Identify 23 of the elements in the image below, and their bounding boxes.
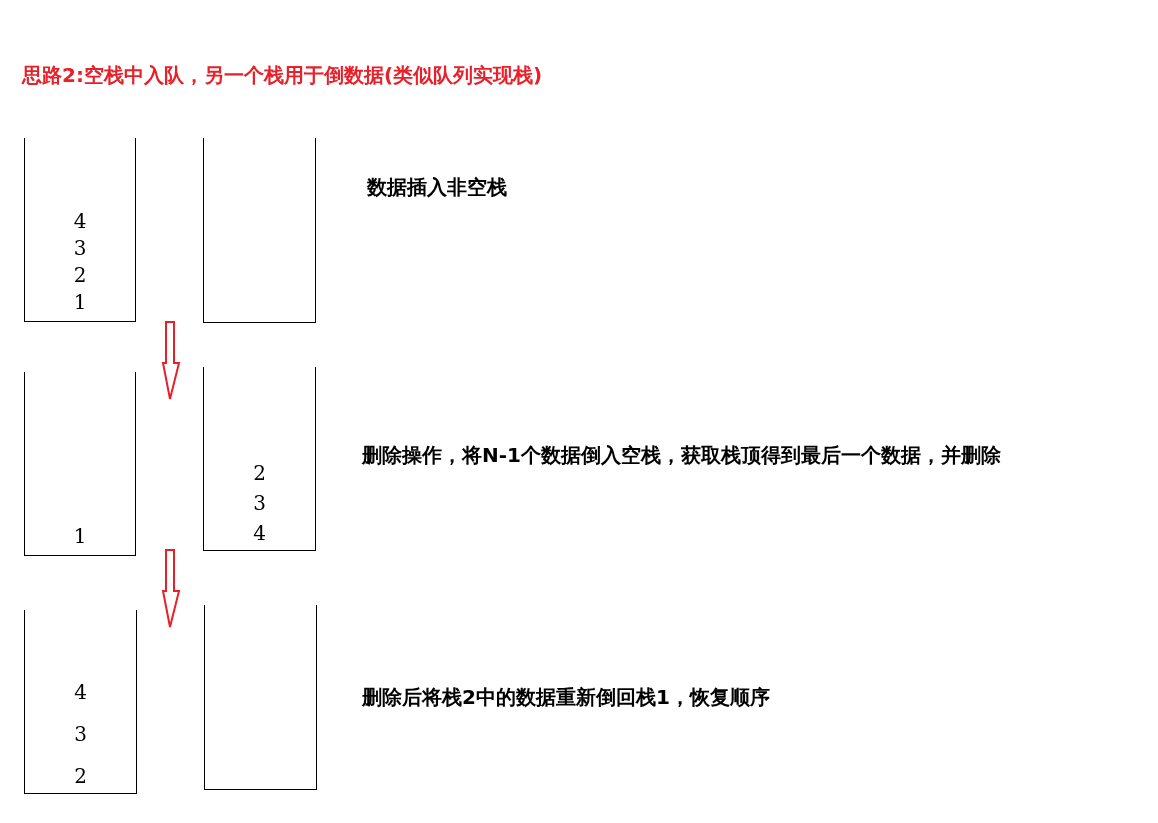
stack-container — [203, 367, 316, 551]
stack-item: 2 — [74, 765, 87, 787]
stack-item: 1 — [73, 291, 87, 313]
block-arrow — [161, 549, 181, 629]
stack-container — [24, 372, 136, 556]
stack-item: 4 — [73, 210, 87, 232]
stack-item: 1 — [73, 525, 87, 547]
stack-item: 3 — [73, 237, 87, 259]
stack-item: 2 — [73, 264, 87, 286]
stack-item: 4 — [74, 681, 87, 703]
title: 思路2:空栈中入队，另一个栈用于倒数据(类似队列实现栈) — [22, 62, 543, 89]
step-description: 数据插入非空栈 — [367, 174, 507, 201]
stack-item: 2 — [253, 462, 266, 484]
stack-item: 3 — [74, 723, 87, 745]
stack-container — [203, 138, 316, 323]
stack-container — [204, 605, 317, 790]
step-description: 删除操作，将N-1个数据倒入空栈，获取栈顶得到最后一个数据，并删除 — [362, 442, 1001, 469]
step-description: 删除后将栈2中的数据重新倒回栈1，恢复顺序 — [362, 684, 770, 711]
stack-container — [24, 610, 137, 794]
block-arrow — [161, 321, 181, 401]
stack-item: 4 — [253, 522, 266, 544]
stack-container — [24, 138, 136, 322]
stack-item: 3 — [253, 492, 266, 514]
